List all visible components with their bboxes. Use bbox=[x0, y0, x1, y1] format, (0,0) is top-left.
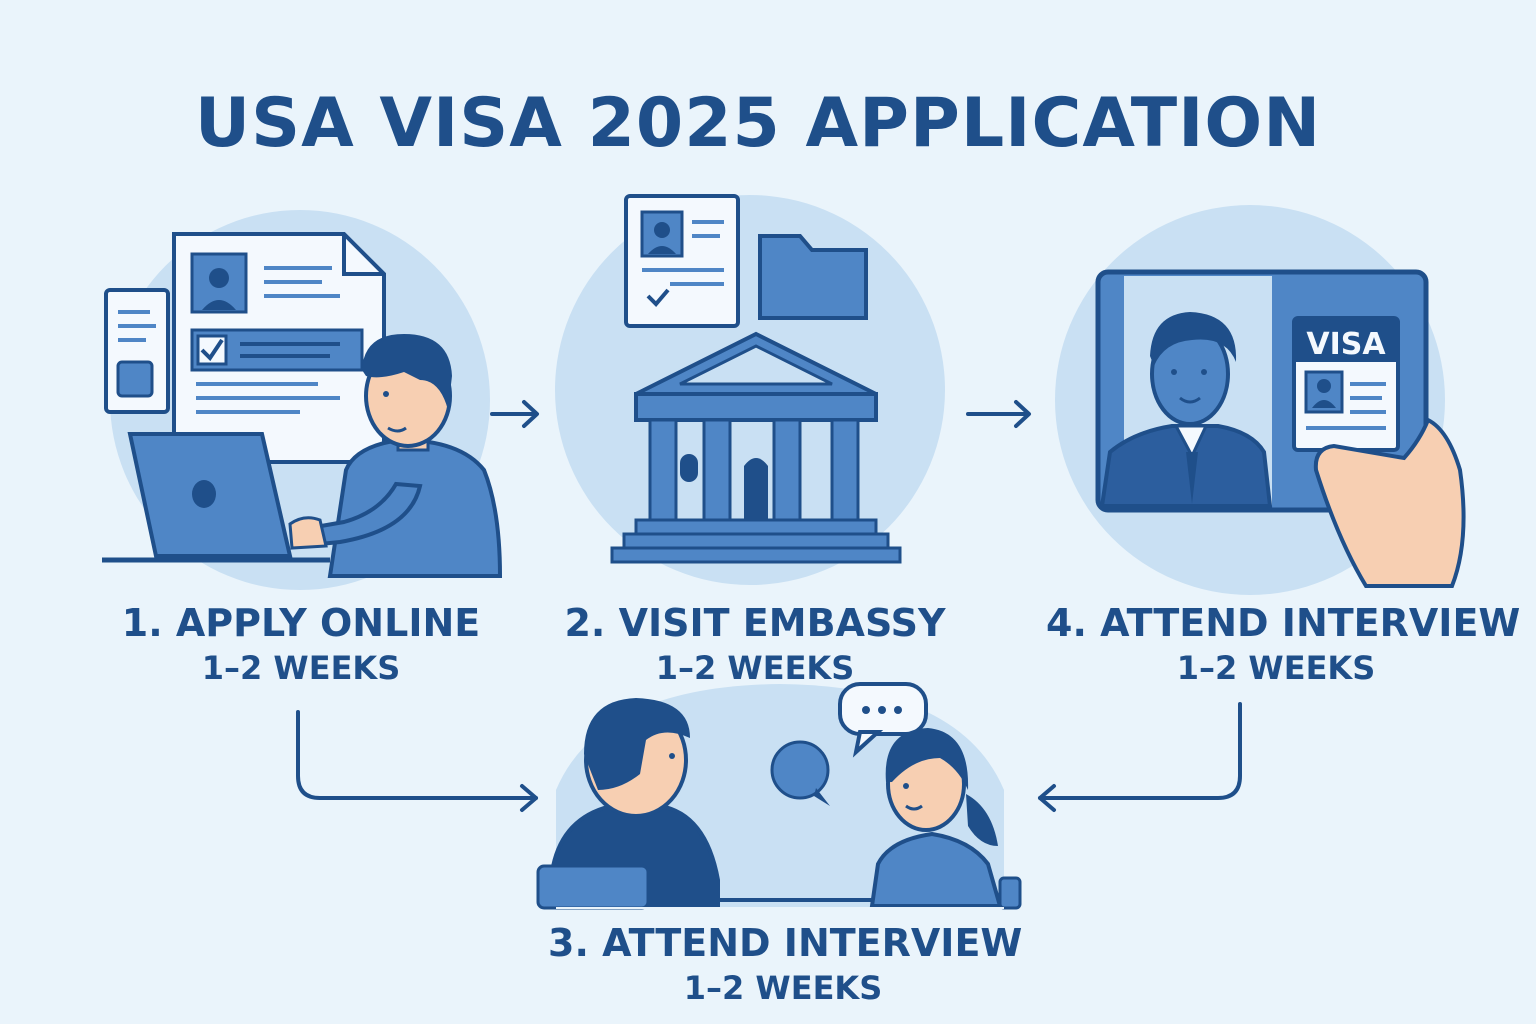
visa-passport-illustration: VISA bbox=[1055, 205, 1466, 595]
step-2-title: 2. VISIT EMBASSY bbox=[564, 601, 946, 645]
page-title: USA VISA 2025 APPLICATION bbox=[194, 84, 1322, 163]
applicant-woman-icon bbox=[869, 728, 1022, 910]
laptop-icon bbox=[102, 432, 330, 563]
arrow-step1-to-step3 bbox=[296, 710, 538, 812]
hand-icon bbox=[1313, 417, 1466, 588]
step-4-label: 4. ATTEND INTERVIEW 1–2 WEEKS bbox=[1046, 600, 1521, 690]
step-1-label: 1. APPLY ONLINE 1–2 WEEKS bbox=[96, 600, 506, 690]
step-4-title: 4. ATTEND INTERVIEW bbox=[1046, 601, 1521, 645]
officer-icon bbox=[536, 698, 720, 910]
arrow-step4-to-step3 bbox=[1038, 702, 1242, 812]
visit-embassy-illustration bbox=[555, 194, 945, 585]
person-typing-icon bbox=[288, 334, 503, 578]
embassy-building-icon bbox=[610, 331, 902, 564]
folder-icon bbox=[758, 234, 868, 320]
step-3-label: 3. ATTEND INTERVIEW 1–2 WEEKS bbox=[548, 920, 1023, 1010]
interview-illustration bbox=[536, 682, 1022, 910]
small-document-icon bbox=[104, 288, 170, 414]
step-4-duration: 1–2 WEEKS bbox=[1176, 649, 1376, 687]
visa-card-label: VISA bbox=[1306, 327, 1386, 362]
man-portrait-icon bbox=[1099, 312, 1273, 508]
speech-bubble-icon bbox=[838, 682, 928, 758]
apply-online-illustration bbox=[102, 210, 503, 590]
step-1-duration: 1–2 WEEKS bbox=[201, 649, 401, 687]
step-2-label: 2. VISIT EMBASSY 1–2 WEEKS bbox=[540, 600, 970, 690]
step-3-duration: 1–2 WEEKS bbox=[683, 969, 883, 1007]
step-3-title: 3. ATTEND INTERVIEW bbox=[548, 921, 1023, 965]
chat-bubble-icon bbox=[770, 740, 830, 806]
application-form-icon bbox=[172, 232, 386, 464]
id-document-icon bbox=[624, 194, 740, 328]
step-1-title: 1. APPLY ONLINE bbox=[121, 601, 481, 645]
step-2-duration: 1–2 WEEKS bbox=[655, 649, 855, 687]
arrow-step2-to-step4 bbox=[966, 400, 1031, 428]
arrow-step1-to-step2 bbox=[490, 400, 539, 428]
visa-card-icon: VISA bbox=[1292, 316, 1400, 452]
